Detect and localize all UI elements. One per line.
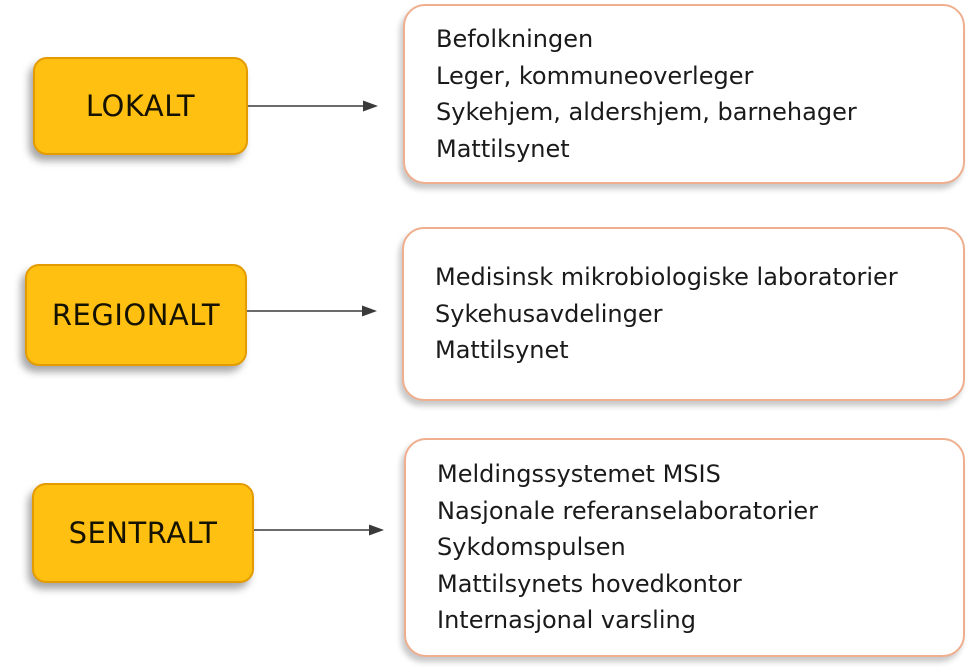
panel-sentralt: Meldingssystemet MSIS Nasjonale referans…	[404, 438, 965, 657]
level-box-lokalt: LOKALT	[33, 57, 248, 155]
panel-item: Mattilsynet	[435, 336, 569, 365]
panel-item: Mattilsynets hovedkontor	[437, 569, 742, 598]
panel-item: Leger, kommuneoverleger	[436, 61, 754, 90]
level-box-sentralt: SENTRALT	[32, 483, 254, 583]
panel-item: Medisinsk mikrobiologiske laboratorier	[435, 263, 898, 292]
arrow-regionalt	[247, 305, 377, 317]
panel-item: Nasjonale referanselaboratorier	[437, 496, 818, 525]
panel-item: Sykdomspulsen	[437, 533, 626, 562]
panel-regionalt: Medisinsk mikrobiologiske laboratorier S…	[402, 227, 965, 401]
level-label-regionalt: REGIONALT	[51, 298, 221, 332]
level-box-regionalt: REGIONALT	[25, 264, 247, 366]
arrow-sentralt	[254, 524, 384, 536]
arrow-lokalt	[248, 100, 378, 112]
panel-item: Befolkningen	[436, 25, 594, 53]
panel-lokalt: Befolkningen Leger, kommuneoverleger Syk…	[403, 4, 965, 184]
panel-item: Meldingssystemet MSIS	[437, 460, 721, 489]
level-label-lokalt: LOKALT	[85, 89, 196, 123]
level-label-sentralt: SENTRALT	[68, 516, 218, 550]
panel-item: Mattilsynet	[436, 134, 570, 163]
panel-item: Sykehjem, aldershjem, barnehager	[436, 98, 857, 126]
panel-item: Sykehusavdelinger	[435, 299, 663, 328]
panel-item: Internasjonal varsling	[437, 606, 696, 635]
